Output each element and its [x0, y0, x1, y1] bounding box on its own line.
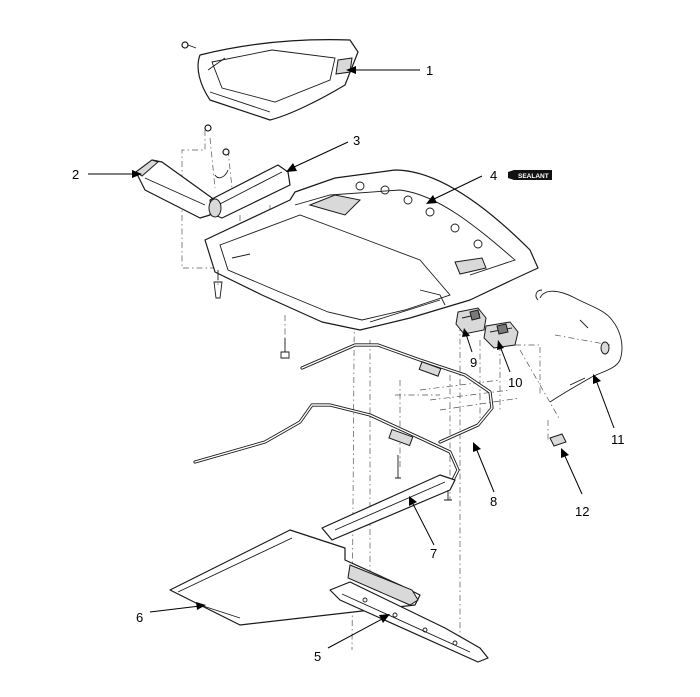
callout-label-4: 4 — [490, 168, 497, 183]
callout-9-leader — [462, 328, 473, 353]
part-12-clip — [549, 433, 567, 447]
callout-label-3: 3 — [353, 133, 360, 148]
part-10-drive-motor — [483, 321, 519, 349]
callout-label-5: 5 — [314, 649, 321, 664]
callout-label-2: 2 — [72, 167, 79, 182]
callout-label-8: 8 — [490, 494, 497, 509]
part-8-guide-rail — [300, 343, 494, 444]
callout-11-leader — [593, 374, 615, 429]
part-5-bracket — [329, 581, 489, 663]
part-3-roller-housing — [204, 124, 291, 219]
part-9-drive-motor — [455, 307, 487, 335]
callout-label-1: 1 — [426, 63, 433, 78]
callout-8-leader — [473, 442, 495, 493]
callout-4-leader — [426, 175, 483, 204]
callout-10-leader — [497, 340, 511, 373]
callout-1-leader — [346, 66, 420, 74]
part-2-deflector — [135, 159, 213, 219]
callout-2-leader — [88, 170, 142, 178]
callout-7-leader — [409, 496, 435, 546]
sealant-badge: SEALANT — [508, 170, 552, 180]
callout-6-leader — [149, 602, 206, 613]
part-1-glass-panel — [181, 39, 359, 121]
callout-12-leader — [561, 448, 583, 495]
callout-label-12: 12 — [575, 504, 589, 519]
part-4-sunroof-frame — [204, 169, 539, 359]
part-11-wiring-harness — [535, 289, 623, 403]
callout-3-leader — [286, 141, 349, 172]
callout-5-leader — [327, 614, 390, 649]
part-7-guide-rail — [193, 403, 460, 541]
callout-label-10: 10 — [508, 375, 522, 390]
callout-label-11: 11 — [611, 432, 625, 447]
callout-label-9: 9 — [470, 355, 477, 370]
callout-label-6: 6 — [136, 610, 143, 625]
sealant-badge-text: SEALANT — [518, 173, 549, 180]
callout-label-7: 7 — [430, 546, 437, 561]
